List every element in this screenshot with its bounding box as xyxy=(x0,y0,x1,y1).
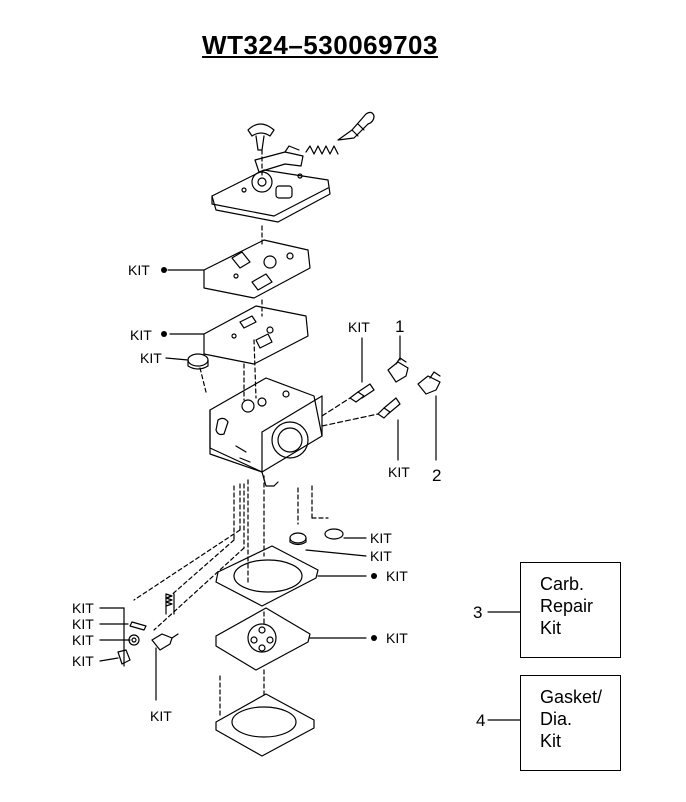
page-title: WT324–530069703 xyxy=(202,30,438,60)
kit-label: KIT xyxy=(370,530,392,546)
reference-number-4: 4 xyxy=(476,711,485,730)
kit-label: KIT xyxy=(72,632,94,648)
box-line: Dia. xyxy=(540,709,573,729)
box-line: Repair xyxy=(540,596,594,616)
pump-cover-gasket xyxy=(215,693,315,757)
reference-number-2: 2 xyxy=(432,466,441,485)
check-valve-disc xyxy=(324,528,344,540)
top-screw xyxy=(247,123,275,151)
pin xyxy=(129,621,147,631)
kit-label: KIT xyxy=(72,600,94,616)
box-line: Kit xyxy=(540,618,562,638)
kit-bullet-icon xyxy=(371,573,377,579)
kit-bullet-icon xyxy=(161,267,167,273)
kit-label: KIT xyxy=(388,464,410,480)
inlet-needle xyxy=(337,111,375,141)
pump-valve-disc xyxy=(289,532,307,546)
needle-valve xyxy=(151,633,179,651)
lever-spring xyxy=(305,145,339,155)
gasket-dia-kit-box: Gasket/ Dia. Kit xyxy=(520,675,621,771)
check-valve-cap xyxy=(187,353,209,370)
pump-diaphragm xyxy=(215,607,311,671)
kit-label: KIT xyxy=(150,708,172,724)
metering-gasket xyxy=(203,305,309,365)
adjusting-needle-high xyxy=(377,397,401,419)
kit-label: KIT xyxy=(386,568,408,584)
kit-bullet-icon xyxy=(161,331,167,337)
kit-label: KIT xyxy=(72,653,94,669)
kit-label: KIT xyxy=(348,319,370,335)
box-line: Kit xyxy=(540,731,562,751)
reference-number-3: 3 xyxy=(473,603,482,622)
spring-small xyxy=(165,593,175,615)
limiter-cap-2 xyxy=(417,371,441,395)
pump-gasket xyxy=(215,545,319,607)
box-line: Gasket/ xyxy=(540,687,603,707)
metering-cover xyxy=(211,169,331,223)
limiter-cap-1 xyxy=(387,357,409,383)
kit-bullet-icon xyxy=(371,635,377,641)
kit-label: KIT xyxy=(128,262,150,278)
metering-diaphragm xyxy=(203,239,311,299)
kit-label: KIT xyxy=(72,616,94,632)
box-line: Carb. xyxy=(540,574,585,594)
carb-repair-kit-box: Carb. Repair Kit xyxy=(520,562,621,658)
kit-label: KIT xyxy=(130,327,152,343)
kit-label: KIT xyxy=(386,630,408,646)
adjusting-needle-low xyxy=(349,383,375,403)
kit-label: KIT xyxy=(370,548,392,564)
carburetor-body xyxy=(209,377,323,487)
kit-label: KIT xyxy=(140,350,162,366)
reference-number-1: 1 xyxy=(395,317,404,336)
plug xyxy=(117,649,131,665)
